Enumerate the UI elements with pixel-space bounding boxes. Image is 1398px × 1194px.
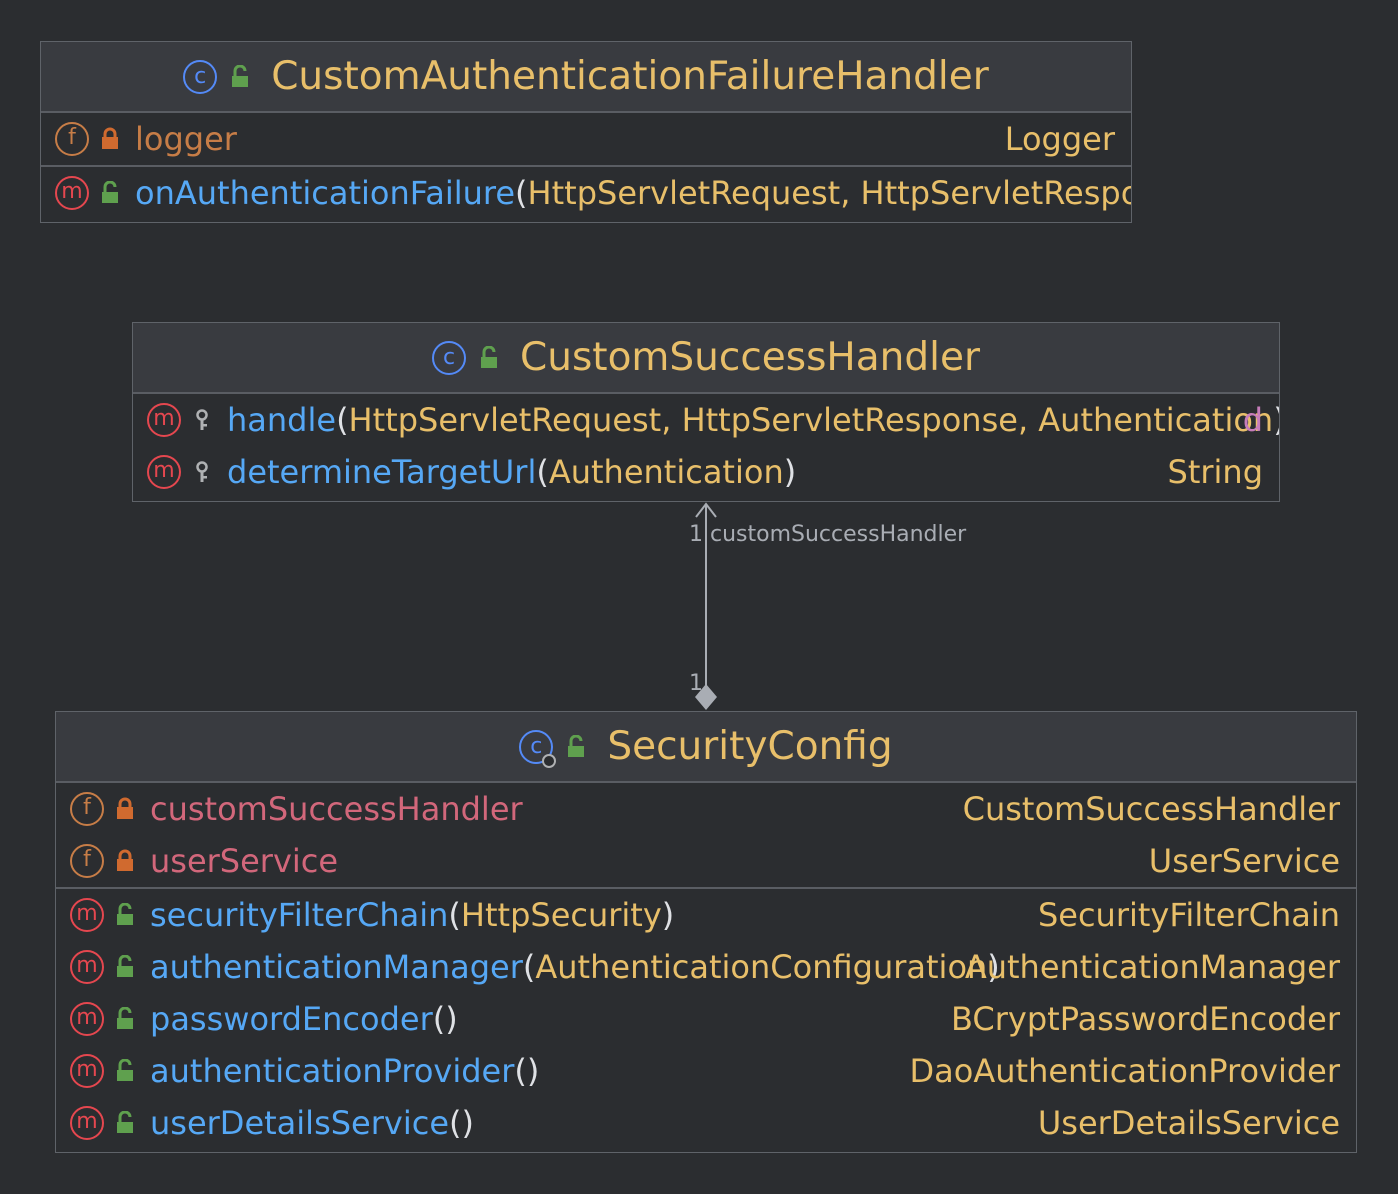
field-icon: f [70,792,104,826]
public-lock-icon [117,1111,133,1133]
composition-diamond [695,684,717,710]
method-icon: m [147,455,181,489]
class-custom-success-handler[interactable]: c CustomSuccessHandler m handle(HttpServ… [132,322,1280,502]
public-lock-icon [117,955,133,977]
method-row-authentication-provider[interactable]: m authenticationProvider() DaoAuthentica… [56,1045,1356,1097]
method-params: HttpServletRequest, HttpServletRespons [527,174,1132,212]
edge-arrowhead [695,502,717,518]
public-lock-icon [117,1007,133,1029]
class-name: SecurityConfig [607,724,893,769]
method-close-paren: ) [987,948,1000,986]
method-name: handle [227,401,337,439]
source-multiplicity: 1 [689,671,703,696]
method-parens: () [449,1104,474,1142]
field-row-user-service[interactable]: f userService UserService [56,835,1356,887]
private-lock-icon [117,797,133,819]
public-lock-icon [568,734,585,757]
method-row-determine-target-url[interactable]: m determineTargetUrl(Authentication) Str… [133,446,1279,498]
method-icon: m [55,176,89,210]
method-name: userDetailsService [150,1104,449,1142]
method-icon: m [70,1054,104,1088]
class-header: c CustomSuccessHandler [133,323,1279,394]
method-close-paren: ) [783,453,797,491]
field-type: UserService [1148,842,1340,880]
fields-section: f logger Logger [41,113,1131,167]
method-icon: m [147,403,181,437]
method-icon: m [70,1106,104,1140]
method-open-paren: ( [515,174,528,212]
class-security-config[interactable]: c SecurityConfig f customSuccessHandler … [55,711,1357,1153]
target-multiplicity: 1 [689,522,703,547]
fields-section: f customSuccessHandler CustomSuccessHand… [56,783,1356,889]
field-name: logger [135,120,237,158]
method-open-paren: ( [448,896,461,934]
method-name: authenticationManager [150,948,523,986]
public-lock-icon [102,181,118,203]
methods-section: m onAuthenticationFailure(HttpServletReq… [41,167,1131,219]
config-overlay-icon [542,753,557,768]
method-return-type: d [1242,401,1263,439]
class-icon: c [519,729,557,768]
method-name: passwordEncoder [150,1000,433,1038]
method-params: AuthenticationConfiguration [535,948,988,986]
class-icon: c [432,340,467,375]
method-name: authenticationProvider [150,1052,515,1090]
method-icon: m [70,950,104,984]
method-return-type: BCryptPasswordEncoder [951,1000,1340,1038]
method-open-paren: ( [336,401,349,439]
class-header: c SecurityConfig [56,712,1356,783]
method-row-on-authentication-failure[interactable]: m onAuthenticationFailure(HttpServletReq… [41,167,1131,219]
field-row-logger[interactable]: f logger Logger [41,113,1131,165]
method-row-user-details-service[interactable]: m userDetailsService() UserDetailsServic… [56,1097,1356,1149]
method-close-paren: ) [661,896,675,934]
class-custom-authentication-failure-handler[interactable]: c CustomAuthenticationFailureHandler f l… [40,41,1132,223]
field-type: CustomSuccessHandler [962,790,1340,828]
private-lock-icon [117,849,133,871]
protected-key-icon [196,409,208,430]
methods-section: m handle(HttpServletRequest, HttpServlet… [133,394,1279,498]
method-params: HttpSecurity [460,896,662,934]
method-return-type: UserDetailsService [1037,1104,1340,1142]
class-name: CustomAuthenticationFailureHandler [271,54,989,99]
field-icon: f [55,122,89,156]
protected-key-icon [196,461,208,482]
class-header: c CustomAuthenticationFailureHandler [41,42,1131,113]
method-name: determineTargetUrl [227,453,537,491]
method-parens: () [514,1052,540,1090]
method-open-paren: ( [522,948,536,986]
method-row-authentication-manager[interactable]: m authenticationManager(AuthenticationCo… [56,941,1356,993]
field-name: userService [150,842,339,880]
method-return-type: DaoAuthenticationProvider [909,1052,1340,1090]
target-role-label: customSuccessHandler [710,522,967,547]
field-row-custom-success-handler[interactable]: f customSuccessHandler CustomSuccessHand… [56,783,1356,835]
method-return-type: String [1167,453,1264,491]
class-name: CustomSuccessHandler [520,335,980,380]
method-name: securityFilterChain [150,896,449,934]
method-parens: () [432,1000,458,1038]
method-icon: m [70,1002,104,1036]
method-params: Authentication [548,453,784,491]
field-type: Logger [1004,120,1115,158]
field-name: customSuccessHandler [150,790,523,828]
method-row-handle[interactable]: m handle(HttpServletRequest, HttpServlet… [133,394,1279,446]
method-close-paren: ) [1273,401,1279,439]
method-row-password-encoder[interactable]: m passwordEncoder() BCryptPasswordEncode… [56,993,1356,1045]
methods-section: m securityFilterChain(HttpSecurity) Secu… [56,889,1356,1149]
method-row-security-filter-chain[interactable]: m securityFilterChain(HttpSecurity) Secu… [56,889,1356,941]
private-lock-icon [102,127,118,149]
public-lock-icon [117,903,133,925]
method-open-paren: ( [536,453,549,491]
public-lock-icon [232,64,249,87]
public-lock-icon [117,1059,133,1081]
public-lock-icon [481,345,498,368]
class-icon: c [183,59,218,94]
method-icon: m [70,898,104,932]
method-params: HttpServletRequest, HttpServletResponse,… [348,401,1274,439]
method-return-type: AuthenticationManager [964,948,1340,986]
method-return-type: SecurityFilterChain [1037,896,1340,934]
field-icon: f [70,844,104,878]
method-name: onAuthenticationFailure [135,174,516,212]
